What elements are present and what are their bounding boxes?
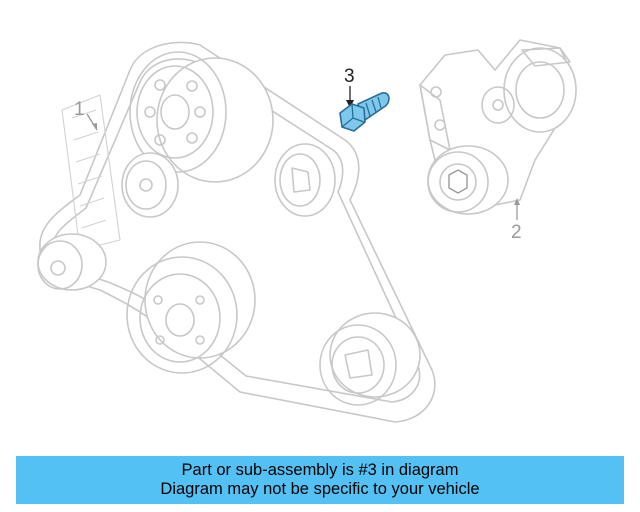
banner-line-2: Diagram may not be specific to your vehi… [160, 480, 480, 498]
callout-2: 2 [511, 198, 522, 243]
callout-3-label: 3 [344, 66, 355, 87]
callout-1-label: 1 [74, 99, 85, 120]
belt-tensioner-assembly [419, 39, 577, 215]
info-banner: Part or sub-assembly is #3 in diagram Di… [16, 456, 624, 504]
callout-2-label: 2 [511, 222, 522, 243]
pulley-large-bottom [126, 241, 256, 374]
pulley-right-middle [274, 143, 336, 217]
callout-3: 3 [344, 66, 355, 108]
callout-1: 1 [74, 99, 98, 131]
banner-line-1: Part or sub-assembly is #3 in diagram [181, 461, 459, 479]
bolt-part-3[interactable] [339, 92, 390, 132]
idler-pulley-left [121, 152, 179, 218]
crankshaft-pulley-top [129, 51, 274, 183]
parts-diagram: 1 2 3 [37, 39, 577, 423]
pulley-bottom-left [37, 233, 107, 291]
pulley-bottom-right [319, 312, 421, 406]
